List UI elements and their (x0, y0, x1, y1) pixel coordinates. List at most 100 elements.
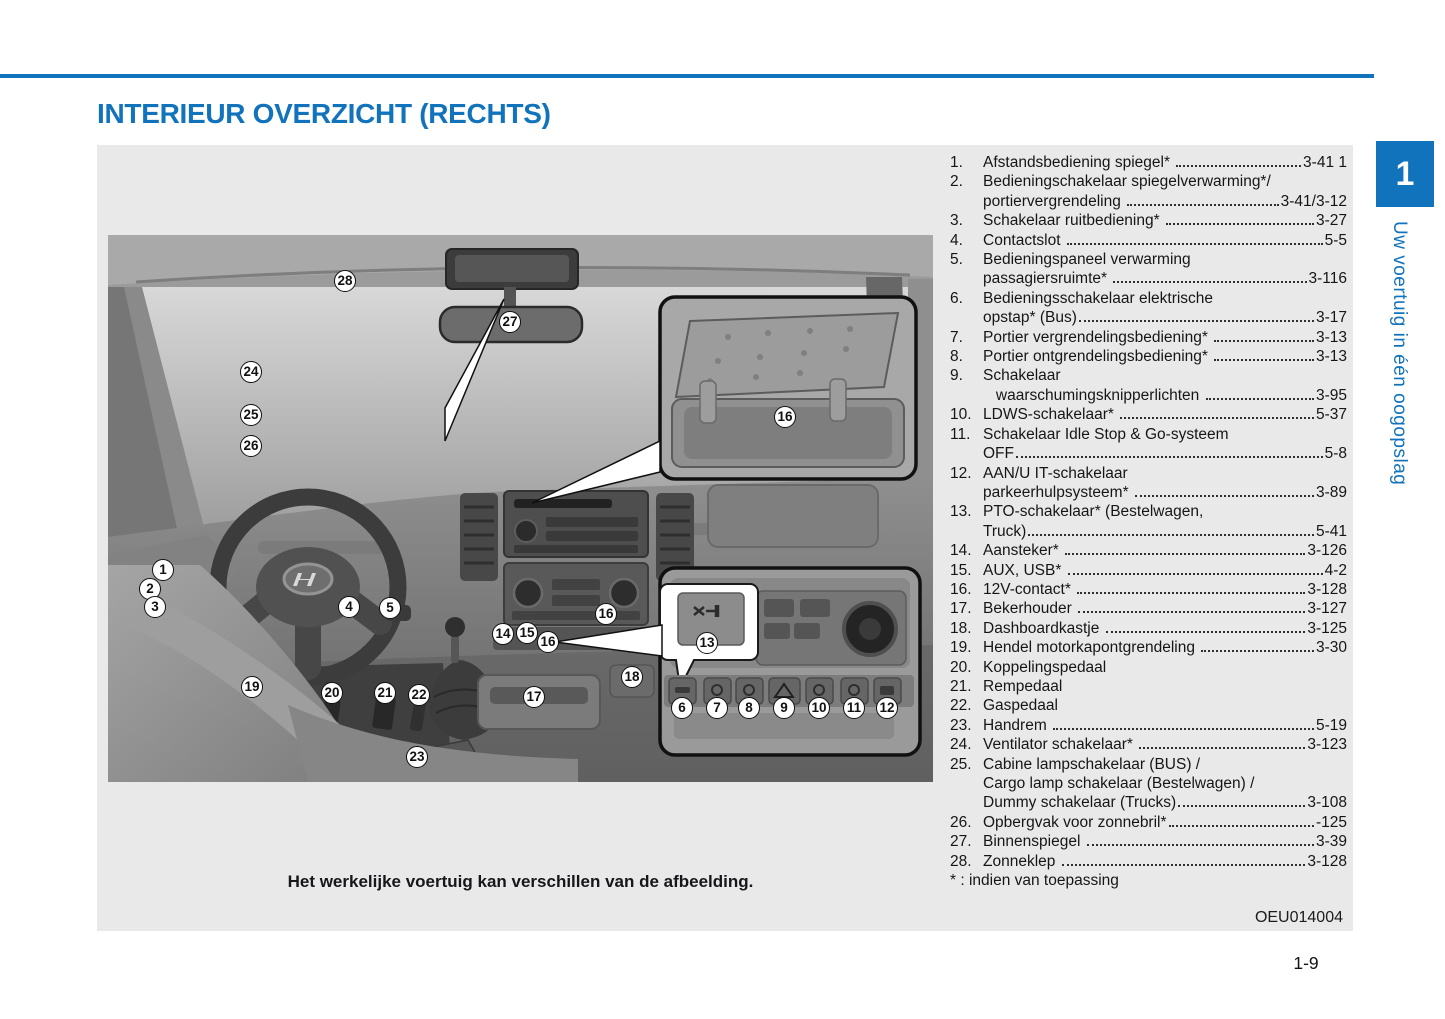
item-text: Ventilator schakelaar* (983, 736, 1138, 754)
item-body: Zonneklep 3-128 (983, 852, 1347, 871)
pto-icon (693, 605, 720, 617)
item-line: Zonneklep 3-128 (983, 852, 1347, 871)
parts-list-item: 13.PTO-schakelaar* (Bestelwagen,Truck)5-… (950, 502, 1347, 541)
right-air-vent (656, 493, 694, 581)
parts-list-item: 15.AUX, USB* 4-2 (950, 561, 1347, 580)
parts-list-item: 21.Rempedaal (950, 677, 1347, 696)
parts-list-item: 16.12V-contact* 3-128 (950, 580, 1347, 599)
item-number: 4. (950, 231, 963, 249)
parts-list-item: 14. Aansteker* 3-126 (950, 541, 1347, 560)
item-number: 26. (950, 813, 972, 831)
page-ref: 3-17 (1315, 309, 1347, 327)
item-number: 24. (950, 736, 972, 754)
page-ref: 3-41/3-12 (1280, 192, 1347, 210)
callout-1: 1 (152, 559, 174, 581)
item-number: 8. (950, 348, 963, 366)
page-ref: 5-19 (1315, 716, 1347, 734)
item-number: 23. (950, 716, 972, 734)
callout-12: 12 (876, 697, 898, 719)
item-body: Hendel motorkapontgrendeling 3-30 (983, 638, 1347, 657)
dot-leader (1113, 281, 1307, 284)
parts-list-item: 1.Afstandsbediening spiegel* 3-41 1 (950, 153, 1347, 172)
item-line: Cargo lamp schakelaar (Bestelwagen) / (983, 775, 1255, 792)
item-text: 12V-contact* (983, 580, 1076, 598)
item-line: opstap* (Bus) 3-17 (983, 308, 1347, 327)
item-text: waarschumingsknipperlichten (983, 386, 1204, 404)
page-ref: 3-125 (1307, 619, 1347, 637)
dot-leader (1028, 533, 1314, 536)
item-body: 12V-contact* 3-128 (983, 580, 1347, 599)
callout-8: 8 (738, 697, 760, 719)
parts-list-item: 22.Gaspedaal (950, 696, 1347, 715)
parts-list-item: 10.LDWS-schakelaar* 5-37 (950, 405, 1347, 424)
item-body: Aansteker* 3-126 (983, 541, 1347, 560)
item-number: 22. (950, 697, 972, 715)
item-text: Schakelaar ruitbediening* (983, 212, 1164, 230)
item-line: Schakelaar ruitbediening* 3-27 (983, 211, 1347, 230)
page-ref: 5-37 (1315, 406, 1347, 424)
item-text: Zonneklep (983, 852, 1060, 870)
item-line: Ventilator schakelaar* 3-123 (983, 735, 1347, 754)
page-ref: 3-127 (1307, 600, 1347, 618)
item-line: Hendel motorkapontgrendeling 3-30 (983, 638, 1347, 657)
item-number: 12. (950, 464, 972, 482)
dot-leader (1086, 844, 1314, 847)
item-body: Cabine lampschakelaar (BUS) /Cargo lamp … (983, 755, 1347, 813)
dot-leader (1066, 242, 1323, 245)
item-text: AUX, USB* (983, 561, 1066, 579)
item-body: Binnenspiegel 3-39 (983, 832, 1347, 851)
item-line: LDWS-schakelaar* 5-37 (983, 405, 1347, 424)
item-line: AAN/U IT-schakelaar (983, 464, 1128, 482)
parts-list-item: 20.Koppelingspedaal (950, 658, 1347, 677)
callout-15: 15 (516, 622, 538, 644)
item-line: Aansteker* 3-126 (983, 541, 1347, 560)
item-body: Bekerhouder 3-127 (983, 599, 1347, 618)
item-text: Portier vergrendelingsbediening* (983, 328, 1213, 346)
callout-26: 26 (240, 435, 262, 457)
item-text: Handrem (983, 716, 1052, 734)
item-number: 20. (950, 658, 972, 676)
item-line: Schakelaar (983, 367, 1061, 385)
chapter-side-label: Uw voertuig in één oogopslag (1389, 221, 1410, 486)
callout-5: 5 (379, 597, 401, 619)
callout-6: 6 (671, 697, 693, 719)
item-line: Truck)5-41 (983, 522, 1347, 541)
item-line: Contactslot 5-5 (983, 231, 1347, 250)
item-line: Afstandsbediening spiegel* 3-41 1 (983, 153, 1347, 172)
callout-22: 22 (408, 684, 430, 706)
parts-list-item: 27.Binnenspiegel 3-39 (950, 832, 1347, 851)
item-body: Afstandsbediening spiegel* 3-41 1 (983, 153, 1347, 172)
page-ref: 3-30 (1315, 639, 1347, 657)
dot-leader (1134, 494, 1314, 497)
interior-illustration (108, 235, 933, 782)
dot-leader (1065, 553, 1306, 556)
parts-list-item: 28.Zonneklep 3-128 (950, 852, 1347, 871)
item-line: Handrem 5-19 (983, 716, 1347, 735)
item-line: Opbergvak voor zonnebril*-125 (983, 813, 1347, 832)
item-text: Dashboardkastje (983, 619, 1104, 637)
item-body: Bedieningschakelaar spiegelverwarming*/p… (983, 172, 1347, 211)
dot-leader (1139, 747, 1306, 750)
page-number: 1-9 (1293, 953, 1319, 973)
item-line: AUX, USB* 4-2 (983, 561, 1347, 580)
item-number: 13. (950, 503, 972, 521)
page-ref: -125 (1315, 813, 1347, 831)
item-number: 14. (950, 542, 972, 560)
parts-list-item: 19.Hendel motorkapontgrendeling 3-30 (950, 638, 1347, 657)
page-ref: 3-128 (1307, 852, 1347, 870)
callout-17: 17 (523, 686, 545, 708)
callout-20: 20 (321, 682, 343, 704)
item-text: opstap* (Bus) (983, 309, 1077, 327)
parts-list-item: 4. Contactslot 5-5 (950, 231, 1347, 250)
dot-leader (1016, 456, 1323, 459)
dot-leader (1214, 339, 1314, 342)
parts-footnote: * : indien van toepassing (950, 872, 1119, 890)
item-number: 21. (950, 677, 972, 695)
